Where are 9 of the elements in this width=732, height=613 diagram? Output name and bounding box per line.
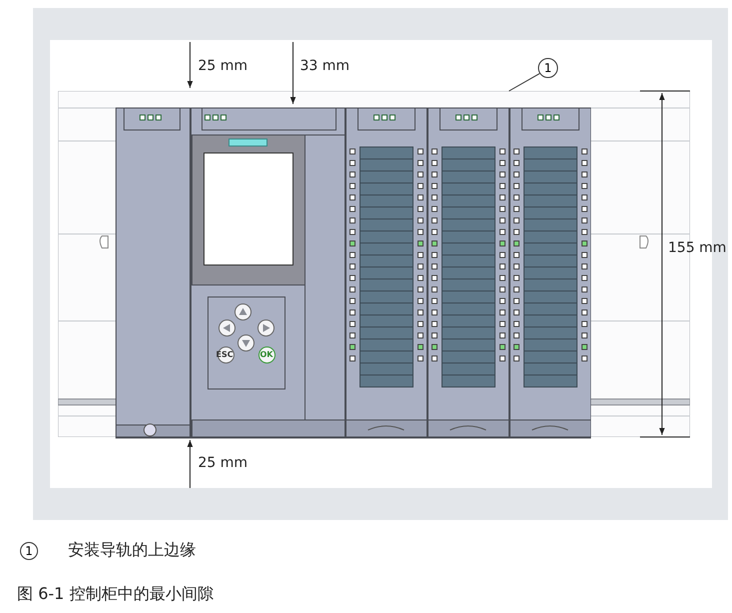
callout-number: 1 bbox=[20, 542, 38, 560]
dimension-label: 33 mm bbox=[300, 58, 350, 74]
dimension-label: 25 mm bbox=[198, 455, 248, 471]
leader-line bbox=[508, 73, 540, 92]
figure-caption: 图 6-1 控制柜中的最小间隙 bbox=[17, 586, 214, 602]
legend-text: 安装导轨的上边缘 bbox=[68, 542, 196, 558]
dimension-label: 155 mm bbox=[668, 240, 726, 256]
dimension-label: 25 mm bbox=[198, 58, 248, 74]
key-label: OK bbox=[260, 350, 273, 360]
